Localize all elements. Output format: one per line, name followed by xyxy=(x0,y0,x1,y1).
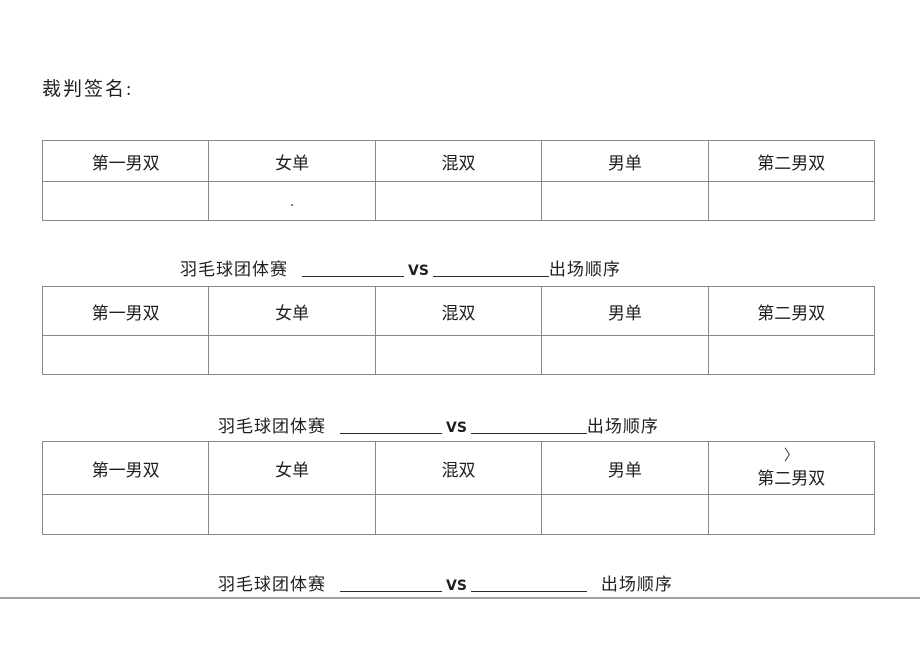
title-suffix: 出场顺序 xyxy=(548,260,621,279)
entry-cell xyxy=(541,494,709,535)
header-cell-mens-singles: 男单 xyxy=(541,441,709,495)
page-break-line xyxy=(0,597,920,599)
vs-label: VS xyxy=(446,420,467,436)
entry-cell xyxy=(374,181,543,221)
vs-label: VS xyxy=(446,578,467,594)
entry-cell xyxy=(41,494,210,535)
header-cell-mixed-doubles: 混双 xyxy=(374,140,543,182)
header-cell-first-mens-doubles: 第一男双 xyxy=(41,286,210,336)
section-title-2: 羽毛球团体赛 VS 出场顺序 xyxy=(218,412,659,437)
team-name-blank-1 xyxy=(340,421,442,434)
title-suffix: 出场顺序 xyxy=(600,575,673,594)
team-name-blank-2 xyxy=(470,579,587,592)
header-cell-mixed-doubles: 混双 xyxy=(374,286,543,336)
header-cell-womens-singles: 女单 xyxy=(208,441,376,495)
entry-cell xyxy=(41,181,210,221)
entry-cell xyxy=(374,494,543,535)
table-2-entry-row xyxy=(41,335,876,375)
entry-cell xyxy=(707,181,876,221)
header-cell-mixed-doubles: 混双 xyxy=(374,441,543,495)
title-suffix: 出场顺序 xyxy=(586,417,659,436)
header-label: 第二男双 xyxy=(757,469,826,488)
header-cell-first-mens-doubles: 第一男双 xyxy=(41,441,210,495)
team-name-blank-1 xyxy=(302,264,404,277)
entry-cell-stray-dot: . xyxy=(208,181,376,221)
table-1-entry-row: . xyxy=(41,181,876,221)
header-cell-first-mens-doubles: 第一男双 xyxy=(41,140,210,182)
lineup-table-1: 第一男双 女单 混双 男单 第二男双 . xyxy=(41,140,876,221)
header-cell-womens-singles: 女单 xyxy=(208,286,376,336)
title-prefix: 羽毛球团体赛 xyxy=(218,417,326,436)
entry-cell xyxy=(707,494,876,535)
header-cell-second-mens-doubles: 第二男双 xyxy=(707,140,876,182)
entry-cell xyxy=(707,335,876,375)
header-cell-second-mens-doubles: 〉 第二男双 xyxy=(707,441,876,495)
title-prefix: 羽毛球团体赛 xyxy=(180,260,288,279)
vs-label: VS xyxy=(408,263,429,279)
entry-cell xyxy=(208,335,376,375)
table-3-header-row: 第一男双 女单 混双 男单 〉 第二男双 xyxy=(41,441,876,495)
lineup-table-2: 第一男双 女单 混双 男单 第二男双 xyxy=(41,286,876,375)
header-cell-mens-singles: 男单 xyxy=(541,140,709,182)
table-2-header-row: 第一男双 女单 混双 男单 第二男双 xyxy=(41,286,876,336)
entry-cell xyxy=(541,181,709,221)
title-prefix: 羽毛球团体赛 xyxy=(218,575,326,594)
section-title-1: 羽毛球团体赛 VS 出场顺序 xyxy=(180,255,621,280)
stray-caret-mark: 〉 xyxy=(783,448,799,464)
table-1-header-row: 第一男双 女单 混双 男单 第二男双 xyxy=(41,140,876,182)
header-cell-second-mens-doubles: 第二男双 xyxy=(707,286,876,336)
section-title-3: 羽毛球团体赛 VS 出场顺序 xyxy=(218,570,673,595)
entry-cell xyxy=(41,335,210,375)
entry-cell xyxy=(541,335,709,375)
header-cell-mens-singles: 男单 xyxy=(541,286,709,336)
header-cell-womens-singles: 女单 xyxy=(208,140,376,182)
team-name-blank-2 xyxy=(470,421,587,434)
referee-signature-label: 裁判签名: xyxy=(42,79,134,100)
table-3-entry-row xyxy=(41,494,876,535)
entry-cell xyxy=(208,494,376,535)
lineup-table-3: 第一男双 女单 混双 男单 〉 第二男双 xyxy=(41,441,876,535)
team-name-blank-1 xyxy=(340,579,442,592)
entry-cell xyxy=(374,335,543,375)
team-name-blank-2 xyxy=(432,264,549,277)
